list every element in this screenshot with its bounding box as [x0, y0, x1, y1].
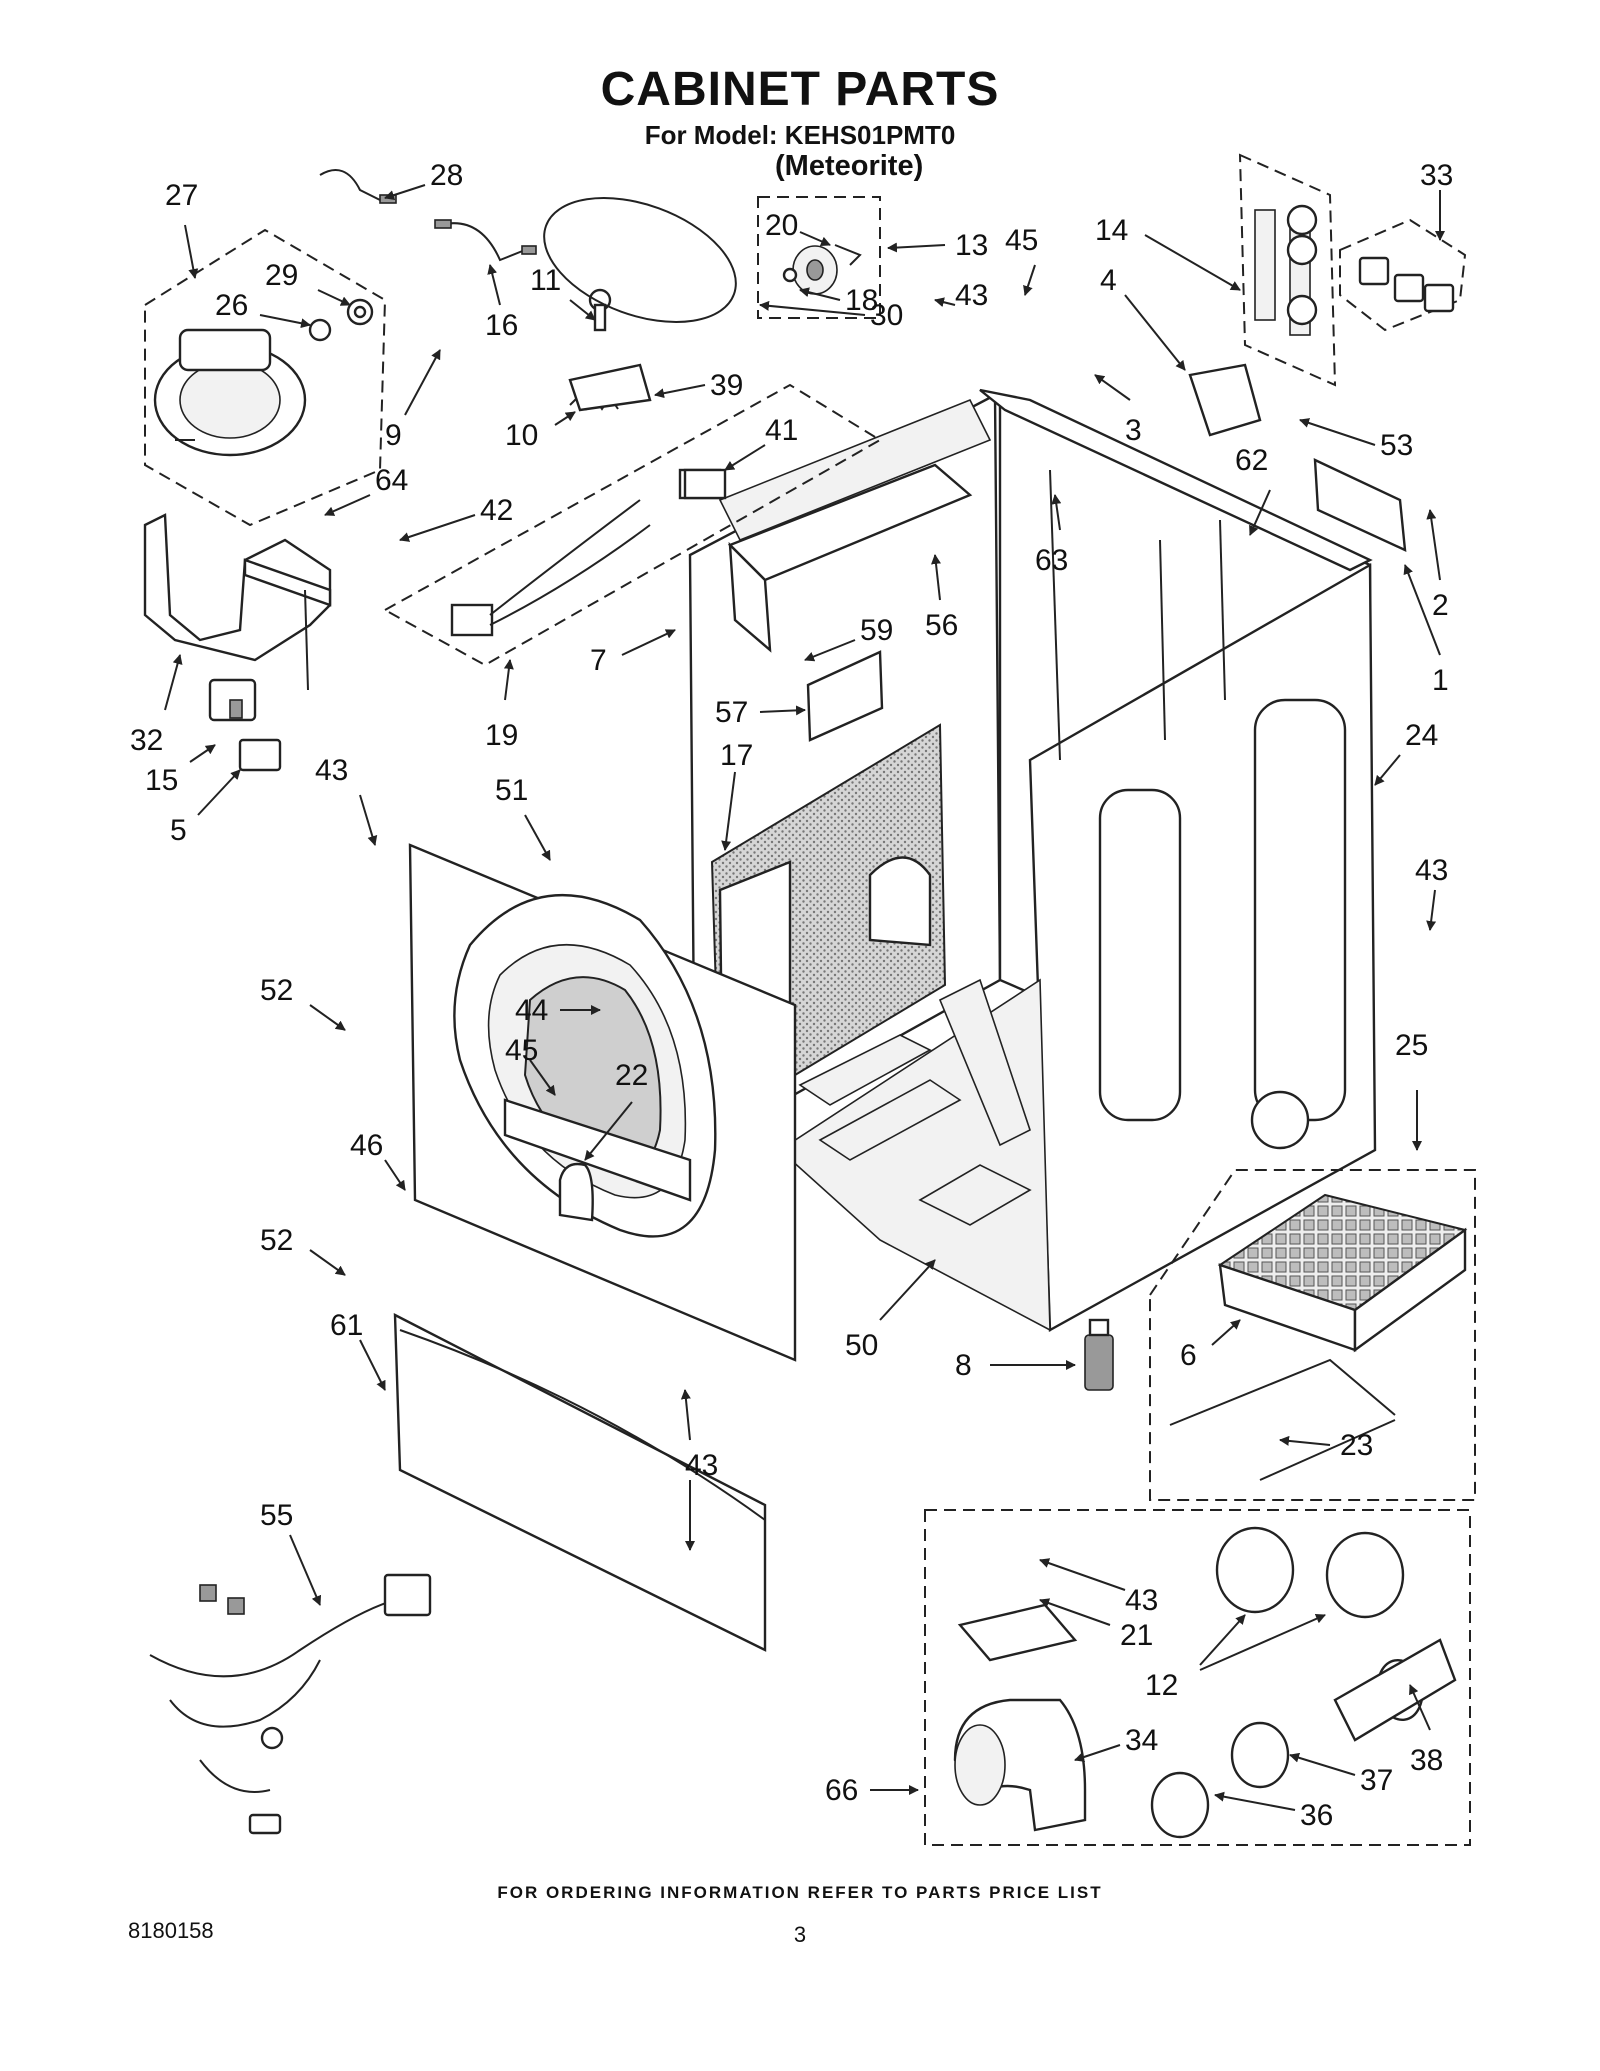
- callout-32: 32: [130, 724, 163, 757]
- callout-2: 2: [1432, 589, 1449, 622]
- callout-21: 21: [1120, 1619, 1153, 1652]
- callout-61: 61: [330, 1309, 363, 1342]
- idler-bracket: [568, 288, 652, 412]
- callout-57: 57: [715, 696, 748, 729]
- model-subtitle: For Model: KEHS01PMT0: [644, 120, 956, 150]
- callout-labels: 1 2 3 4 5 6 7 8 9 10 11 12 13 14 15 16 1…: [130, 159, 1453, 1832]
- callout-56: 56: [925, 609, 958, 642]
- callout-16: 16: [485, 309, 518, 342]
- callout-53: 53: [1380, 429, 1413, 462]
- motor-mount-bracket: [143, 513, 332, 691]
- callout-39: 39: [710, 369, 743, 402]
- callout-59: 59: [860, 614, 893, 647]
- callout-43-right: 43: [1415, 854, 1448, 887]
- leveling-leg: [1084, 1318, 1114, 1391]
- front-door-panel: [408, 843, 797, 1362]
- kick-panel: [393, 1313, 767, 1652]
- centrifugal-switch: [208, 678, 282, 772]
- callout-18: 18: [845, 284, 878, 317]
- callout-66: 66: [825, 1774, 858, 1807]
- drive-belt: [543, 197, 737, 323]
- terminal-clip-group: [1339, 218, 1467, 332]
- callout-52-upper: 52: [260, 974, 293, 1007]
- callout-45-top: 45: [1005, 224, 1038, 257]
- callout-43-top: 43: [955, 279, 988, 312]
- callout-43-left: 43: [315, 754, 348, 787]
- callout-41: 41: [765, 414, 798, 447]
- callout-29: 29: [265, 259, 298, 292]
- callout-33: 33: [1420, 159, 1453, 192]
- callout-36: 36: [1300, 1799, 1333, 1832]
- terminal-block-group: [1238, 153, 1337, 387]
- callout-22: 22: [615, 1059, 648, 1092]
- callout-15: 15: [145, 764, 178, 797]
- rear-bracket: [727, 463, 973, 653]
- callout-3: 3: [1125, 414, 1142, 447]
- callout-46: 46: [350, 1129, 383, 1162]
- motor-wires: [319, 169, 537, 262]
- callout-7: 7: [590, 644, 607, 677]
- callout-4: 4: [1100, 264, 1117, 297]
- callout-44: 44: [515, 994, 548, 1027]
- callout-64: 64: [375, 464, 408, 497]
- callout-63: 63: [1035, 544, 1068, 577]
- motor-assembly-group: [144, 228, 387, 527]
- terminal-bracket: [1188, 363, 1262, 437]
- ordering-note: FOR ORDERING INFORMATION REFER TO PARTS …: [497, 1883, 1103, 1902]
- heat-shield: [1313, 458, 1407, 552]
- callout-62: 62: [1235, 444, 1268, 477]
- callout-37: 37: [1360, 1764, 1393, 1797]
- callout-43-exhaust: 43: [1125, 1584, 1158, 1617]
- base-channels: [798, 978, 1032, 1226]
- callout-34: 34: [1125, 1724, 1158, 1757]
- rating-label: [806, 650, 884, 742]
- callout-17: 17: [720, 739, 753, 772]
- callout-9: 9: [385, 419, 402, 452]
- callout-1: 1: [1432, 664, 1449, 697]
- callout-20: 20: [765, 209, 798, 242]
- callout-51: 51: [495, 774, 528, 807]
- page-number: 3: [793, 1922, 807, 1947]
- model-variant: (Meteorite): [775, 150, 924, 182]
- callout-5: 5: [170, 814, 187, 847]
- callout-25: 25: [1395, 1029, 1428, 1062]
- callout-10: 10: [505, 419, 538, 452]
- callout-50: 50: [845, 1329, 878, 1362]
- callout-24: 24: [1405, 719, 1438, 752]
- callout-42: 42: [480, 494, 513, 527]
- callout-45-door: 45: [505, 1034, 538, 1067]
- callout-52-lower: 52: [260, 1224, 293, 1257]
- callout-13: 13: [955, 229, 988, 262]
- door-switch: [683, 468, 727, 500]
- lint-filter-group: [1149, 1169, 1476, 1501]
- page-title: CABINET PARTS: [600, 63, 1000, 116]
- callout-8: 8: [955, 1349, 972, 1382]
- callout-27: 27: [165, 179, 198, 212]
- callout-26: 26: [215, 289, 248, 322]
- callout-28: 28: [430, 159, 463, 192]
- callout-14: 14: [1095, 214, 1128, 247]
- callout-6: 6: [1180, 1339, 1197, 1372]
- document-number: 8180158: [128, 1918, 214, 1943]
- power-harness: [149, 1573, 432, 1835]
- callout-30: 30: [870, 299, 903, 332]
- callout-19: 19: [485, 719, 518, 752]
- callout-12: 12: [1145, 1669, 1178, 1702]
- exhaust-kit-group: [924, 1509, 1471, 1846]
- callout-38: 38: [1410, 1744, 1443, 1777]
- callout-23: 23: [1340, 1429, 1373, 1462]
- callout-55: 55: [260, 1499, 293, 1532]
- drum-roller-group: [757, 196, 881, 319]
- callout-43-kick: 43: [685, 1449, 718, 1482]
- callout-11: 11: [530, 264, 561, 297]
